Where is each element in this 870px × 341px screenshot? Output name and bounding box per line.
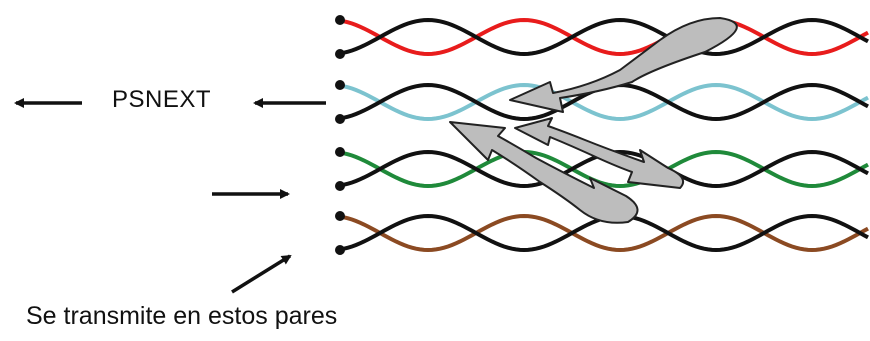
pair-2-terminal-1 (335, 80, 345, 90)
pair-3-terminal-2 (335, 181, 345, 191)
crosstalk-arrow-from-pair-4 (449, 121, 639, 224)
pair-3-colored-wire (339, 149, 869, 189)
signal-arrows (14, 98, 326, 294)
pair-2-terminal-2 (335, 114, 345, 124)
transmit-arrow-pair-4 (231, 254, 292, 294)
pair-2-colored-wire (339, 82, 869, 122)
psnext-label: PSNEXT (112, 86, 212, 113)
pair-4-colored-wire (339, 213, 869, 253)
pair-4-terminal-1 (335, 211, 345, 221)
pair-1-colored-wire (339, 17, 869, 57)
pair-3-terminal-1 (335, 147, 345, 157)
crosstalk-arrow-from-pair-3 (514, 117, 684, 189)
pair-1-terminal-2 (335, 49, 345, 59)
pair-1 (339, 17, 869, 57)
crosstalk-arrow-from-pair-1 (509, 17, 738, 113)
transmit-caption: Se transmite en estos pares (26, 302, 338, 330)
pair-terminals (335, 15, 345, 255)
pair-1-black-wire (339, 17, 869, 57)
crosstalk-arrows (449, 17, 738, 224)
pair-1-terminal-1 (335, 15, 345, 25)
pair-4-terminal-2 (335, 245, 345, 255)
